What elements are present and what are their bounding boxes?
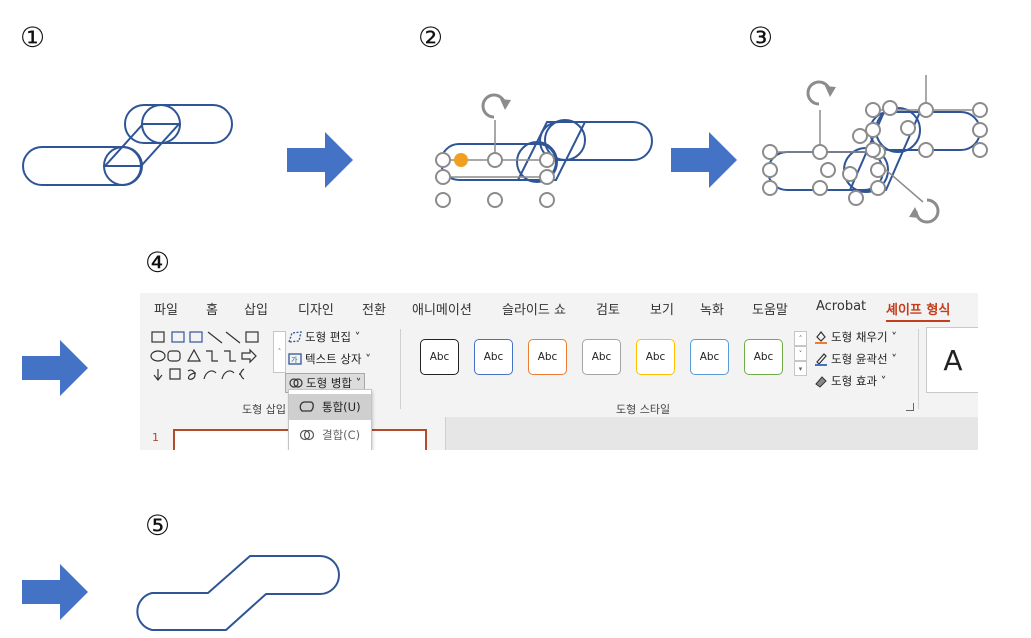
merge-shapes-icon	[289, 378, 303, 388]
shape-style-preset[interactable]: Abc	[690, 339, 729, 375]
tab-acrobat[interactable]: Acrobat	[816, 299, 867, 314]
menu-item-combine-label: 결합(C)	[322, 428, 361, 442]
selection-handles	[762, 100, 988, 206]
shape-gallery-scroll[interactable]: ˄	[273, 331, 286, 373]
figure-step2-selection	[435, 93, 653, 208]
tab-file[interactable]: 파일	[154, 303, 178, 318]
ribbon-toolbar: ˄ 도형 편집 ˅ 가 텍스트 상자 ˅ 도형 병합 ˅ 도형 삽입 Abc Ab…	[140, 323, 978, 417]
tab-record[interactable]: 녹화	[700, 303, 724, 318]
tab-animations[interactable]: 애니메이션	[412, 303, 472, 318]
menu-item-union-label: 통합(U)	[322, 400, 361, 414]
text-box-icon: 가	[288, 353, 302, 365]
merge-shapes-menu: 통합(U) 결합(C)	[288, 389, 372, 450]
ribbon-tab-bar: 파일 홈 삽입 디자인 전환 애니메이션 슬라이드 쇼 검토 보기 녹화 도움말…	[140, 293, 978, 323]
rotate-icon	[481, 93, 511, 119]
group-separator	[400, 329, 401, 409]
shape-style-preset[interactable]: Abc	[528, 339, 567, 375]
tab-insert[interactable]: 삽입	[244, 303, 268, 318]
right-arrow-icon	[287, 132, 353, 188]
tab-help[interactable]: 도움말	[752, 303, 788, 318]
right-arrow-icon	[671, 132, 737, 188]
parallelogram-shape	[102, 123, 182, 167]
union-icon	[299, 401, 314, 412]
rotate-icon	[909, 198, 940, 224]
step-number-5: ⑤	[145, 509, 171, 542]
tab-review[interactable]: 검토	[596, 303, 620, 318]
selection-handles	[435, 152, 555, 208]
shape-effects-label: 도형 효과 ˅	[831, 374, 887, 388]
tab-transitions[interactable]: 전환	[362, 303, 386, 318]
style-gallery-scroll-down[interactable]: ˅	[794, 346, 807, 361]
slide-editor-area: 1	[140, 417, 978, 450]
step-number-1: ①	[20, 21, 46, 54]
svg-text:가: 가	[291, 355, 298, 364]
group-separator	[918, 329, 919, 409]
effects-icon	[815, 376, 827, 388]
ribbon-screenshot: 파일 홈 삽입 디자인 전환 애니메이션 슬라이드 쇼 검토 보기 녹화 도움말…	[140, 293, 978, 450]
edit-shape-icon	[288, 331, 302, 343]
step-number-3: ③	[748, 21, 774, 54]
right-arrow-icon	[22, 564, 88, 620]
shape-style-preset[interactable]: Abc	[474, 339, 513, 375]
text-box-button[interactable]: 가 텍스트 상자 ˅	[288, 351, 371, 367]
shape-fill-label: 도형 채우기 ˅	[831, 330, 897, 344]
edit-shape-label: 도형 편집 ˅	[305, 330, 361, 344]
style-gallery-more[interactable]: ▾	[794, 361, 807, 376]
text-box-label: 텍스트 상자 ˅	[305, 352, 371, 366]
dialog-launcher-icon[interactable]	[906, 403, 914, 411]
step-number-2: ②	[418, 21, 444, 54]
figure-step1-shapes	[22, 104, 233, 186]
figure-step5-merged-shape	[136, 555, 340, 631]
style-gallery-scroll-up[interactable]: ˄	[794, 331, 807, 346]
merge-shapes-button[interactable]: 도형 병합 ˅	[285, 373, 366, 393]
shape-style-preset[interactable]: Abc	[420, 339, 459, 375]
shape-style-preset[interactable]: Abc	[636, 339, 675, 375]
menu-item-combine[interactable]: 결합(C)	[289, 422, 371, 448]
edit-shape-button[interactable]: 도형 편집 ˅	[288, 329, 360, 345]
merge-shapes-label: 도형 병합 ˅	[306, 376, 362, 390]
shape-styles-group-title: 도형 스타일	[616, 403, 671, 416]
slide-number: 1	[152, 431, 159, 444]
paint-bucket-icon	[815, 331, 827, 344]
rotate-icon	[806, 80, 836, 106]
pen-icon	[815, 353, 827, 366]
shape-gallery[interactable]	[150, 329, 278, 389]
tab-shape-format[interactable]: 셰이프 형식	[886, 299, 951, 322]
wordart-style-preview[interactable]: A	[926, 327, 978, 393]
tab-home[interactable]: 홈	[206, 303, 218, 318]
figure-step3-selection	[762, 75, 988, 224]
shape-style-preset[interactable]: Abc	[582, 339, 621, 375]
adjust-handle	[454, 153, 468, 167]
tab-slideshow[interactable]: 슬라이드 쇼	[502, 303, 566, 318]
capsule-shape-upper	[124, 104, 233, 144]
shape-outline-label: 도형 윤곽선 ˅	[831, 352, 897, 366]
menu-item-union[interactable]: 통합(U)	[289, 394, 371, 420]
tab-view[interactable]: 보기	[650, 303, 674, 318]
right-arrow-icon	[22, 340, 88, 396]
insert-shapes-group-title: 도형 삽입	[242, 403, 286, 416]
step-number-4: ④	[145, 246, 171, 279]
shape-style-preset[interactable]: Abc	[744, 339, 783, 375]
shape-effects-button[interactable]: 도형 효과 ˅	[814, 373, 886, 389]
shape-fill-button[interactable]: 도형 채우기 ˅	[814, 329, 897, 345]
shape-outline-button[interactable]: 도형 윤곽선 ˅	[814, 351, 897, 367]
combine-icon	[299, 429, 315, 441]
tab-design[interactable]: 디자인	[298, 303, 334, 318]
